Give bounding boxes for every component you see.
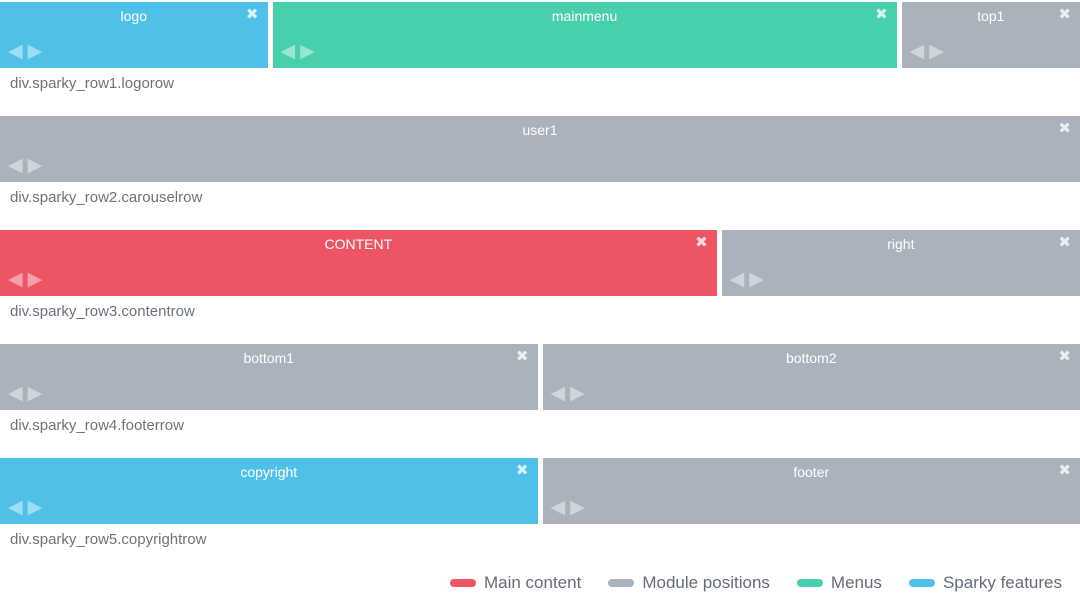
arrow-left-icon[interactable]: ◀ bbox=[551, 497, 566, 518]
position-block-right[interactable]: right ✖ ◀▶ bbox=[722, 230, 1080, 296]
arrow-left-icon[interactable]: ◀ bbox=[281, 41, 296, 62]
move-arrows: ◀▶ bbox=[281, 42, 315, 61]
row-2-blocks: user1 ✖ ◀▶ bbox=[0, 116, 1080, 182]
arrow-left-icon[interactable]: ◀ bbox=[910, 41, 925, 62]
legend-item-menus: Menus bbox=[797, 572, 882, 594]
close-icon[interactable]: ✖ bbox=[516, 348, 529, 366]
legend: Main content Module positions Menus Spar… bbox=[0, 572, 1080, 594]
arrow-right-icon[interactable]: ▶ bbox=[28, 155, 43, 176]
move-arrows: ◀▶ bbox=[8, 270, 42, 289]
legend-item-main-content: Main content bbox=[450, 572, 581, 594]
arrow-left-icon[interactable]: ◀ bbox=[8, 497, 23, 518]
close-icon[interactable]: ✖ bbox=[1058, 348, 1071, 366]
legend-label: Main content bbox=[484, 572, 581, 594]
arrow-right-icon[interactable]: ▶ bbox=[28, 41, 43, 62]
position-title: top1 bbox=[902, 7, 1080, 25]
close-icon[interactable]: ✖ bbox=[1058, 6, 1071, 24]
arrow-left-icon[interactable]: ◀ bbox=[8, 155, 23, 176]
legend-label: Module positions bbox=[642, 572, 770, 594]
move-arrows: ◀▶ bbox=[8, 384, 42, 403]
close-icon[interactable]: ✖ bbox=[1058, 234, 1071, 252]
position-title: bottom2 bbox=[543, 349, 1080, 367]
position-block-mainmenu[interactable]: mainmenu ✖ ◀▶ bbox=[273, 2, 897, 68]
arrow-left-icon[interactable]: ◀ bbox=[8, 269, 23, 290]
position-block-footer[interactable]: footer ✖ ◀▶ bbox=[543, 458, 1080, 524]
menus-swatch bbox=[797, 579, 823, 587]
row-group-5: copyright ✖ ◀▶ footer ✖ ◀▶ div.sparky_ro… bbox=[0, 458, 1080, 549]
arrow-right-icon[interactable]: ▶ bbox=[570, 383, 585, 404]
position-block-logo[interactable]: logo ✖ ◀▶ bbox=[0, 2, 268, 68]
arrow-right-icon[interactable]: ▶ bbox=[28, 497, 43, 518]
position-block-copyright[interactable]: copyright ✖ ◀▶ bbox=[0, 458, 538, 524]
close-icon[interactable]: ✖ bbox=[1058, 120, 1071, 138]
arrow-right-icon[interactable]: ▶ bbox=[570, 497, 585, 518]
arrow-left-icon[interactable]: ◀ bbox=[730, 269, 745, 290]
position-block-content[interactable]: CONTENT ✖ ◀▶ bbox=[0, 230, 717, 296]
row-3-blocks: CONTENT ✖ ◀▶ right ✖ ◀▶ bbox=[0, 230, 1080, 296]
position-title: mainmenu bbox=[273, 7, 897, 25]
arrow-right-icon[interactable]: ▶ bbox=[929, 41, 944, 62]
row-group-3: CONTENT ✖ ◀▶ right ✖ ◀▶ div.sparky_row3.… bbox=[0, 230, 1080, 321]
arrow-left-icon[interactable]: ◀ bbox=[551, 383, 566, 404]
arrow-right-icon[interactable]: ▶ bbox=[749, 269, 764, 290]
move-arrows: ◀▶ bbox=[551, 498, 585, 517]
legend-label: Sparky features bbox=[943, 572, 1062, 594]
position-block-bottom2[interactable]: bottom2 ✖ ◀▶ bbox=[543, 344, 1080, 410]
position-title: CONTENT bbox=[0, 235, 717, 253]
row-selector-label: div.sparky_row5.copyrightrow bbox=[10, 531, 1080, 549]
row-selector-label: div.sparky_row3.contentrow bbox=[10, 303, 1080, 321]
legend-label: Menus bbox=[831, 572, 882, 594]
sparky-features-swatch bbox=[909, 579, 935, 587]
row-4-blocks: bottom1 ✖ ◀▶ bottom2 ✖ ◀▶ bbox=[0, 344, 1080, 410]
row-group-2: user1 ✖ ◀▶ div.sparky_row2.carouselrow bbox=[0, 116, 1080, 207]
position-title: bottom1 bbox=[0, 349, 538, 367]
row-selector-label: div.sparky_row2.carouselrow bbox=[10, 189, 1080, 207]
row-group-1: logo ✖ ◀▶ mainmenu ✖ ◀▶ top1 ✖ ◀▶ div.sp… bbox=[0, 2, 1080, 93]
position-title: copyright bbox=[0, 463, 538, 481]
position-title: logo bbox=[0, 7, 268, 25]
position-block-bottom1[interactable]: bottom1 ✖ ◀▶ bbox=[0, 344, 538, 410]
row-5-blocks: copyright ✖ ◀▶ footer ✖ ◀▶ bbox=[0, 458, 1080, 524]
move-arrows: ◀▶ bbox=[8, 498, 42, 517]
move-arrows: ◀▶ bbox=[551, 384, 585, 403]
position-block-top1[interactable]: top1 ✖ ◀▶ bbox=[902, 2, 1080, 68]
close-icon[interactable]: ✖ bbox=[246, 6, 259, 24]
arrow-right-icon[interactable]: ▶ bbox=[28, 383, 43, 404]
main-content-swatch bbox=[450, 579, 476, 587]
arrow-right-icon[interactable]: ▶ bbox=[300, 41, 315, 62]
position-title: user1 bbox=[0, 121, 1080, 139]
close-icon[interactable]: ✖ bbox=[516, 462, 529, 480]
close-icon[interactable]: ✖ bbox=[695, 234, 708, 252]
position-block-user1[interactable]: user1 ✖ ◀▶ bbox=[0, 116, 1080, 182]
close-icon[interactable]: ✖ bbox=[1058, 462, 1071, 480]
row-group-4: bottom1 ✖ ◀▶ bottom2 ✖ ◀▶ div.sparky_row… bbox=[0, 344, 1080, 435]
row-selector-label: div.sparky_row4.footerrow bbox=[10, 417, 1080, 435]
legend-item-module-positions: Module positions bbox=[608, 572, 770, 594]
arrow-left-icon[interactable]: ◀ bbox=[8, 41, 23, 62]
row-selector-label: div.sparky_row1.logorow bbox=[10, 75, 1080, 93]
module-positions-swatch bbox=[608, 579, 634, 587]
arrow-left-icon[interactable]: ◀ bbox=[8, 383, 23, 404]
row-1-blocks: logo ✖ ◀▶ mainmenu ✖ ◀▶ top1 ✖ ◀▶ bbox=[0, 2, 1080, 68]
move-arrows: ◀▶ bbox=[910, 42, 944, 61]
move-arrows: ◀▶ bbox=[8, 156, 42, 175]
move-arrows: ◀▶ bbox=[8, 42, 42, 61]
position-title: footer bbox=[543, 463, 1080, 481]
close-icon[interactable]: ✖ bbox=[875, 6, 888, 24]
position-title: right bbox=[722, 235, 1080, 253]
move-arrows: ◀▶ bbox=[730, 270, 764, 289]
legend-item-sparky-features: Sparky features bbox=[909, 572, 1062, 594]
arrow-right-icon[interactable]: ▶ bbox=[28, 269, 43, 290]
